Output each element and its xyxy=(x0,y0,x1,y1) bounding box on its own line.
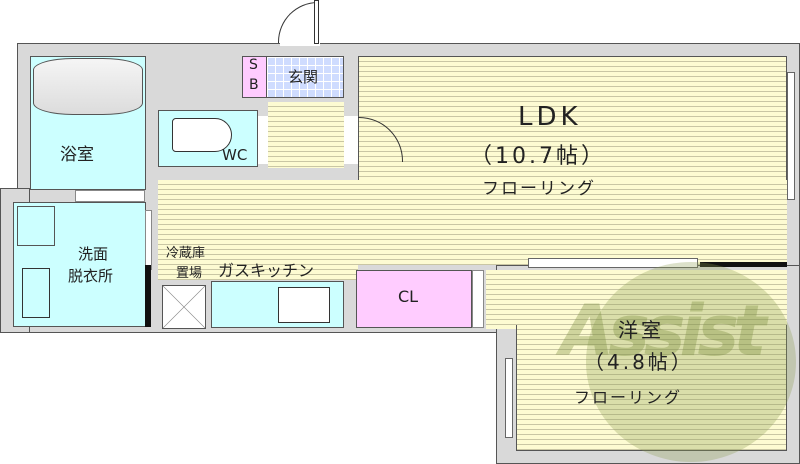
western-room-floor-lower xyxy=(516,325,787,451)
watermark-circle xyxy=(586,262,796,462)
shoe-box xyxy=(242,56,267,98)
bathroom-door[interactable] xyxy=(75,190,145,202)
closet xyxy=(356,270,472,328)
ldk-window xyxy=(787,72,795,200)
hallway-ldk-door[interactable] xyxy=(344,116,358,164)
fridge-label-1: 冷蔵庫 xyxy=(166,246,206,261)
front-door-leaf xyxy=(314,0,319,44)
washroom-door[interactable] xyxy=(145,210,152,270)
closet-label: CL xyxy=(398,287,419,306)
bedroom-door-panel xyxy=(700,262,787,267)
western-room-label: 洋室 xyxy=(618,318,664,342)
entrance xyxy=(266,56,344,98)
washroom-label-1: 洗面 xyxy=(78,245,109,263)
ldk-size: （10.7帖） xyxy=(470,144,606,169)
western-room-flooring: フローリング xyxy=(574,388,683,407)
watermark-text: Assist xyxy=(560,290,767,372)
washbasin xyxy=(22,268,50,318)
kitchen-strip-floor xyxy=(158,260,358,280)
western-room-size: （4.8帖） xyxy=(584,350,694,374)
shoe-box-label-s: S xyxy=(249,57,258,73)
fridge-space xyxy=(162,285,206,329)
hallway xyxy=(268,102,344,168)
ldk-floor-lower xyxy=(158,180,787,265)
closet-door[interactable] xyxy=(472,270,484,328)
toilet-bowl xyxy=(172,118,232,152)
kitchen-sink xyxy=(278,287,330,323)
washroom-sliding-door[interactable] xyxy=(145,265,151,327)
bedroom-window xyxy=(505,358,513,438)
bathroom-label: 浴室 xyxy=(60,145,94,165)
washing-machine xyxy=(17,206,55,246)
ldk-flooring: フローリング xyxy=(482,179,596,199)
toilet-label: WC xyxy=(222,146,248,164)
bedroom-sliding-door[interactable] xyxy=(528,258,698,268)
ldk-label: LDK xyxy=(518,102,582,132)
bathtub xyxy=(33,58,143,115)
shoe-box-label-b: B xyxy=(249,77,259,93)
washroom-label-2: 脱衣所 xyxy=(68,267,114,285)
western-room-floor xyxy=(486,270,787,329)
fridge-label-2: 置場 xyxy=(176,266,203,281)
entrance-label: 玄関 xyxy=(288,68,319,86)
kitchen-label: ガスキッチン xyxy=(218,261,315,280)
toilet-door[interactable] xyxy=(258,116,270,164)
